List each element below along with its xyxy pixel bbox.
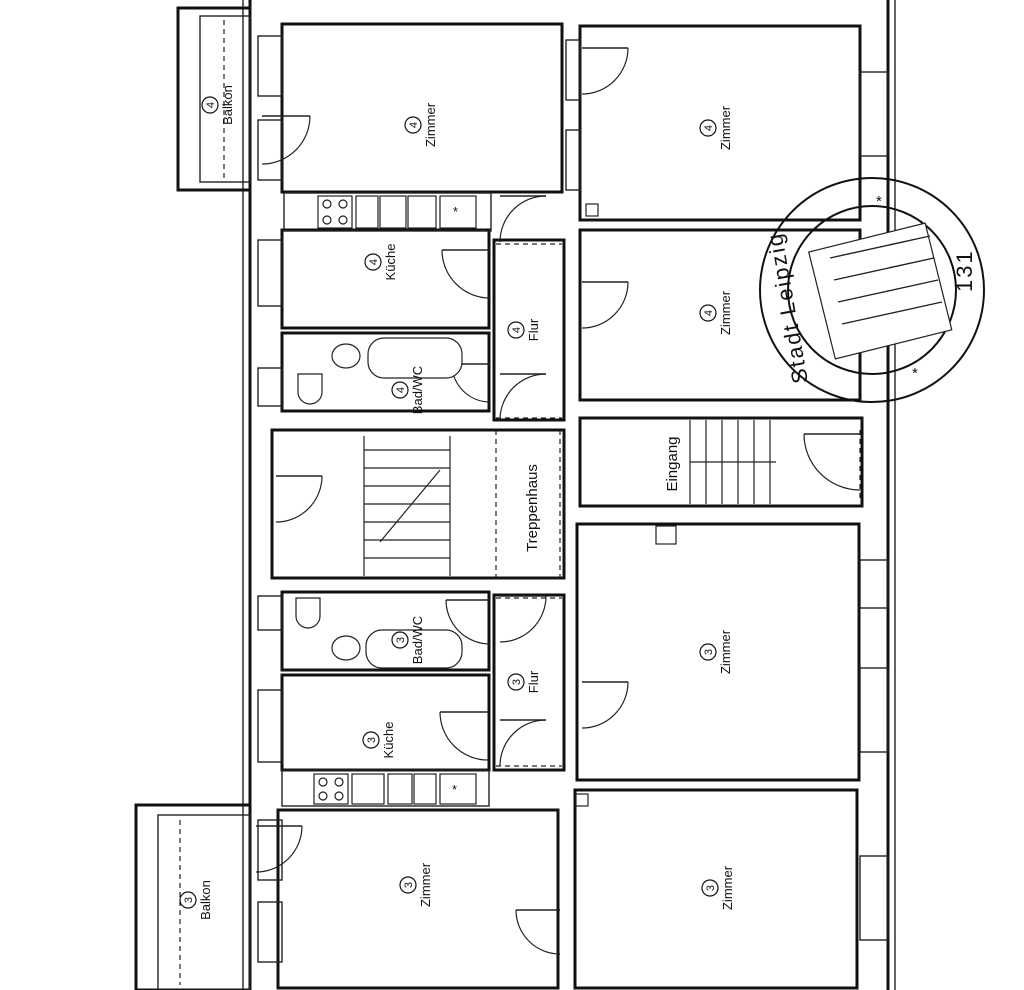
svg-text:3: 3	[511, 679, 523, 685]
svg-text:3: 3	[403, 882, 415, 888]
room-outlines	[270, 22, 864, 990]
svg-text:4: 4	[703, 125, 715, 131]
label-zimmer-3-c: 3 Zimmer	[701, 865, 735, 910]
svg-text:4: 4	[205, 102, 217, 108]
stairs-eingang	[689, 420, 776, 504]
svg-text:3: 3	[395, 637, 407, 643]
svg-text:Küche: Küche	[383, 244, 398, 281]
svg-text:*: *	[453, 204, 458, 219]
bathroom-4-fixtures	[297, 337, 463, 405]
label-bad-3: 3 Bad/WC	[391, 616, 425, 664]
label-zimmer-4-a: 4 Zimmer	[404, 102, 438, 147]
label-balkon-3: 3 Balkon	[179, 880, 213, 920]
windows	[257, 35, 889, 963]
svg-text:Eingang: Eingang	[664, 436, 681, 491]
bathroom-3-fixtures	[295, 597, 463, 669]
svg-text:Zimmer: Zimmer	[718, 629, 733, 674]
kitchen-3-fixtures: *	[313, 773, 477, 805]
svg-text:4: 4	[395, 387, 407, 393]
label-zimmer-3-b: 3 Zimmer	[399, 862, 433, 907]
stamp-city-text: Stadt Leipzig	[762, 230, 813, 385]
balkon-4	[176, 6, 252, 192]
label-kueche-4: 4 Küche	[364, 244, 398, 281]
stairs-treppenhaus	[363, 436, 451, 576]
svg-text:*: *	[912, 365, 918, 382]
label-flur-3: 3 Flur	[507, 670, 541, 693]
svg-text:3: 3	[366, 737, 378, 743]
label-flur-4: 4 Flur	[507, 318, 541, 341]
kitchen-4-fixtures: *	[317, 195, 477, 229]
svg-text:4: 4	[511, 327, 523, 333]
svg-text:Balkon: Balkon	[198, 880, 213, 920]
label-eingang: Eingang	[664, 436, 681, 491]
label-treppenhaus: Treppenhaus	[524, 464, 541, 552]
svg-text:Flur: Flur	[526, 318, 541, 341]
label-zimmer-3-a: 3 Zimmer	[699, 629, 733, 674]
svg-text:4: 4	[703, 310, 715, 316]
label-zimmer-4-b: 4 Zimmer	[699, 105, 733, 150]
svg-text:3: 3	[703, 649, 715, 655]
label-kueche-3: 3 Küche	[362, 722, 396, 759]
stamp-number: 131	[952, 249, 977, 292]
svg-text:Bad/WC: Bad/WC	[410, 366, 425, 414]
room-labels: 4 Balkon 4 Zimmer 4 Zimmer 4 Küche 4 Flu…	[179, 85, 735, 920]
markers	[575, 203, 677, 807]
outer-walls	[242, 0, 896, 990]
label-balkon-4: 4 Balkon	[201, 85, 235, 125]
svg-text:Zimmer: Zimmer	[423, 102, 438, 147]
svg-text:Treppenhaus: Treppenhaus	[524, 464, 541, 552]
svg-text:Zimmer: Zimmer	[718, 105, 733, 150]
svg-text:*: *	[876, 193, 882, 210]
svg-text:4: 4	[368, 259, 380, 265]
dashed-passages	[495, 243, 861, 767]
doors	[255, 47, 861, 955]
svg-text:Küche: Küche	[381, 722, 396, 759]
svg-text:Bad/WC: Bad/WC	[410, 616, 425, 664]
svg-text:Balkon: Balkon	[220, 85, 235, 125]
svg-text:3: 3	[705, 885, 717, 891]
svg-text:4: 4	[408, 122, 420, 128]
city-stamp: Stadt Leipzig 131 * *	[759, 177, 985, 403]
svg-text:Zimmer: Zimmer	[718, 290, 733, 335]
svg-text:Zimmer: Zimmer	[720, 865, 735, 910]
svg-text:*: *	[452, 782, 457, 797]
label-bad-4: 4 Bad/WC	[391, 366, 425, 414]
svg-text:Zimmer: Zimmer	[418, 862, 433, 907]
label-zimmer-4-c: 4 Zimmer	[699, 290, 733, 335]
svg-text:3: 3	[183, 897, 195, 903]
svg-text:Flur: Flur	[526, 670, 541, 693]
